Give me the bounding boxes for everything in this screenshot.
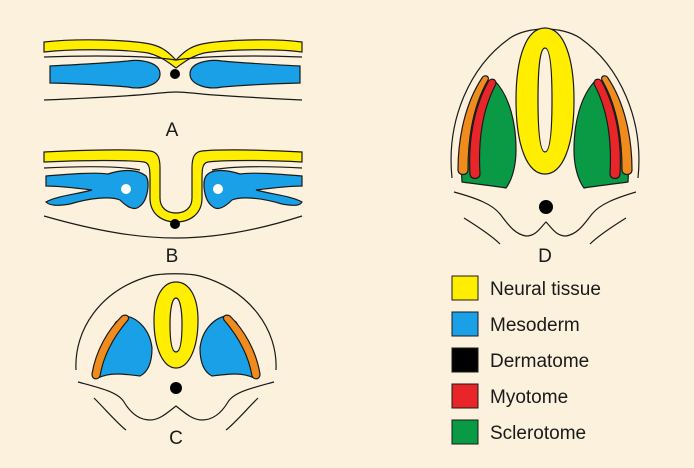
panel-d-notochord [539, 200, 553, 214]
legend-swatch [452, 348, 478, 372]
legend-item: Mesoderm [452, 312, 580, 336]
legend-label: Sclerotome [490, 423, 586, 444]
legend-label: Mesoderm [490, 315, 580, 336]
legend-item: Neural tissue [452, 276, 601, 300]
legend-swatch [452, 312, 478, 336]
legend-label: Myotome [490, 387, 568, 408]
panel-b-coelom-right [213, 184, 223, 194]
panel-b-label: B [166, 246, 179, 267]
panel-d-label: D [538, 246, 552, 267]
panel-a-notochord [170, 69, 180, 79]
panel-a-label: A [166, 120, 179, 141]
panel-b-coelom-left [121, 184, 131, 194]
legend-item: Dermatome [452, 348, 589, 372]
legend-item: Sclerotome [452, 420, 586, 444]
legend-swatch [452, 420, 478, 444]
panel-c-label: C [169, 428, 183, 449]
legend-swatch [452, 276, 478, 300]
legend-label: Neural tissue [490, 279, 601, 300]
legend-item: Myotome [452, 384, 568, 408]
panel-b-notochord [170, 219, 180, 229]
legend-label: Dermatome [490, 351, 589, 372]
panel-c-notochord [170, 382, 182, 394]
legend-swatch [452, 384, 478, 408]
